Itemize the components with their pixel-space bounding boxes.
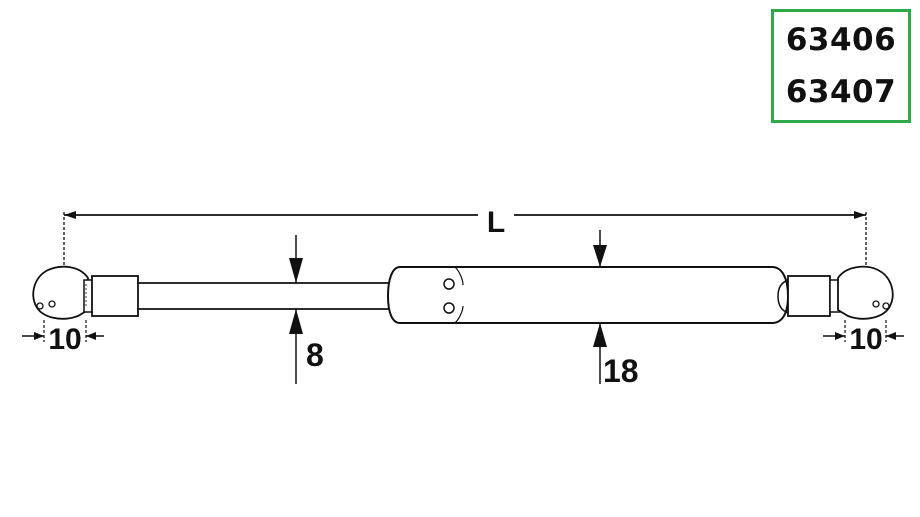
piston-rod (138, 282, 394, 310)
length-dimension: L (63, 206, 867, 268)
left-end-dimension: 10 (22, 320, 104, 356)
part-number-box: 63406 63407 (771, 9, 911, 123)
right-ball-socket (829, 265, 894, 320)
part-number-2: 63407 (785, 74, 897, 110)
length-label: L (487, 206, 505, 239)
right-end-dimension: 10 (823, 320, 904, 356)
body-diameter-dimension: 18 (593, 230, 639, 389)
body-diameter-label: 18 (603, 353, 639, 389)
left-end-label: 10 (48, 323, 81, 356)
rod-diameter-label: 8 (306, 337, 324, 373)
left-ball-socket (32, 265, 95, 320)
right-end-label: 10 (849, 323, 882, 356)
part-number-1: 63406 (785, 22, 897, 58)
rod-diameter-dimension: 8 (289, 235, 324, 384)
cylinder-body (386, 266, 790, 324)
left-end-fitting (91, 275, 139, 317)
